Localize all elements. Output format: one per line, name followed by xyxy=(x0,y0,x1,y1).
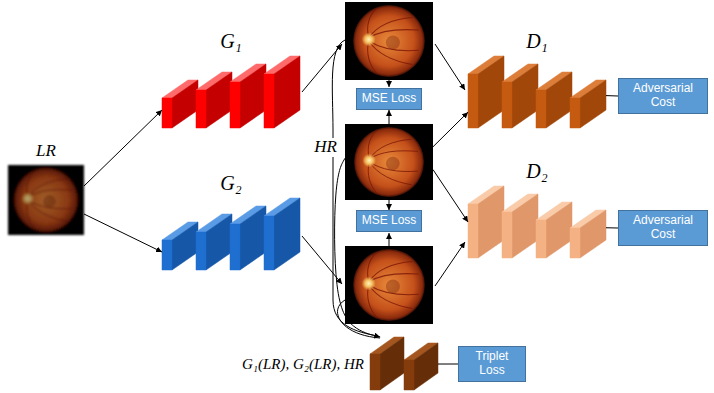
node-label: D₂ xyxy=(448,160,626,182)
block-side xyxy=(414,343,438,390)
connector xyxy=(606,95,618,96)
connector xyxy=(389,110,390,124)
discriminator-network: D₁ xyxy=(468,56,606,128)
block-side xyxy=(380,337,404,390)
lr-fundus-image xyxy=(8,165,84,235)
box-text: Triplet Loss xyxy=(463,350,521,378)
node-label: G₁(LR), G₂(LR), HR xyxy=(242,355,364,372)
loss-box: MSE Loss xyxy=(356,210,422,232)
block-side xyxy=(512,194,538,258)
triplet-curve xyxy=(338,300,380,338)
block-front xyxy=(162,98,172,128)
block-side xyxy=(206,72,232,128)
connector xyxy=(433,170,468,222)
node-label: LR xyxy=(0,142,104,161)
connector xyxy=(433,112,468,147)
input-image: LR xyxy=(8,165,84,235)
block-front xyxy=(196,90,206,128)
block-side xyxy=(172,222,198,270)
block-side xyxy=(206,214,232,270)
block-front xyxy=(162,240,172,270)
connector xyxy=(389,200,390,210)
discriminator-network: D₂ xyxy=(468,186,606,258)
block-front xyxy=(502,82,512,128)
node-label: HR xyxy=(312,138,339,157)
generator-network: G₁ xyxy=(162,56,300,128)
image-ground xyxy=(345,2,433,80)
network-blocks xyxy=(162,198,300,270)
connector xyxy=(606,227,618,228)
box-text: MSE Loss xyxy=(361,214,417,228)
connector xyxy=(335,158,381,337)
block-front xyxy=(230,82,240,128)
fundus-image xyxy=(11,165,81,235)
loss-box: MSE Loss xyxy=(356,88,422,110)
block-side xyxy=(546,202,572,258)
box-text: MSE Loss xyxy=(361,92,417,106)
generator-network: G₂ xyxy=(162,198,300,270)
target-image: HR xyxy=(345,124,433,200)
block-front xyxy=(570,228,580,258)
image-ground xyxy=(345,246,433,324)
block-side xyxy=(240,64,266,128)
loss-box: Triplet Loss xyxy=(458,346,526,382)
block-front xyxy=(370,354,380,390)
block-front xyxy=(264,216,274,270)
cost-box: Adversarial Cost xyxy=(618,78,708,114)
block-front xyxy=(468,204,478,258)
node-label: D₁ xyxy=(448,30,626,52)
block-front xyxy=(536,90,546,128)
flow-arrow xyxy=(435,242,465,286)
image-ground xyxy=(8,165,84,235)
block-front xyxy=(468,74,478,128)
network-blocks xyxy=(468,186,606,258)
box-text: Adversarial Cost xyxy=(623,82,703,110)
flow-arrow xyxy=(389,233,390,246)
block-side xyxy=(580,80,606,128)
node-label: G₂ xyxy=(142,172,320,194)
connector xyxy=(84,110,162,186)
block-side xyxy=(512,64,538,128)
triplet-curve xyxy=(332,40,378,336)
block-side xyxy=(546,72,572,128)
image-ground xyxy=(345,124,433,200)
connector xyxy=(84,214,162,252)
fundus-image xyxy=(350,2,428,80)
block-side xyxy=(580,210,606,258)
block-side xyxy=(274,198,300,270)
block-front xyxy=(404,360,414,390)
flow-arrow xyxy=(435,44,465,90)
block-front xyxy=(230,224,240,270)
fundus-image xyxy=(351,124,427,200)
node-label: G₁ xyxy=(142,30,320,52)
block-front xyxy=(502,212,512,258)
block-front xyxy=(536,220,546,258)
network-blocks xyxy=(370,337,438,390)
flow-arrow xyxy=(389,80,390,87)
block-front xyxy=(264,74,274,128)
block-front xyxy=(570,98,580,128)
block-side xyxy=(240,206,266,270)
block-side xyxy=(478,186,504,258)
cost-box: Adversarial Cost xyxy=(618,210,708,246)
network-blocks xyxy=(468,56,606,128)
block-side xyxy=(172,80,198,128)
network-blocks xyxy=(162,56,300,128)
triplet-network: G₁(LR), G₂(LR), HR xyxy=(370,337,438,390)
image-shade xyxy=(14,168,78,232)
connector xyxy=(438,364,458,365)
block-front xyxy=(196,232,206,270)
block-side xyxy=(478,56,504,128)
block-side xyxy=(274,56,300,128)
flow-arrows xyxy=(302,40,465,338)
box-text: Adversarial Cost xyxy=(623,214,703,242)
fundus-image xyxy=(350,246,428,324)
